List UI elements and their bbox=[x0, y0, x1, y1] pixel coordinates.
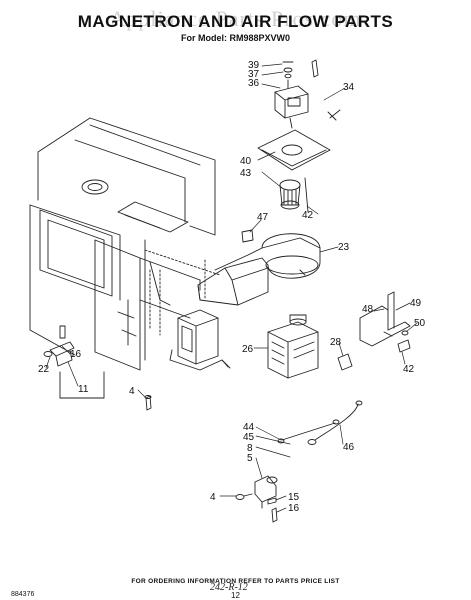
callout: 23 bbox=[338, 242, 350, 253]
callout: 49 bbox=[410, 298, 422, 309]
transformer bbox=[169, 309, 231, 371]
callout: 11 bbox=[78, 384, 89, 395]
handwritten-note: 242-R-12 bbox=[210, 582, 248, 593]
callout: 46 bbox=[343, 442, 355, 453]
callout: 44 bbox=[243, 422, 255, 433]
callout: 28 bbox=[330, 337, 342, 348]
page-number: 12 bbox=[231, 591, 240, 600]
document-code: 884376 bbox=[11, 591, 35, 598]
callout: 5 bbox=[247, 453, 253, 464]
callout-leaders bbox=[45, 63, 418, 513]
callout: 16 bbox=[288, 503, 300, 514]
callout: 37 bbox=[248, 69, 260, 80]
top-screw-stack bbox=[282, 59, 319, 89]
callout: 43 bbox=[240, 168, 252, 179]
callout: 15 bbox=[288, 492, 300, 503]
callout: 16 bbox=[70, 349, 82, 360]
callout: 45 bbox=[243, 432, 255, 443]
callout: 42 bbox=[403, 364, 415, 375]
callout: 8 bbox=[247, 443, 253, 454]
ordering-note: FOR ORDERING INFORMATION REFER TO PARTS … bbox=[131, 578, 340, 585]
callout: 4 bbox=[129, 386, 135, 397]
watermark: Appliance Parts Pros.com bbox=[109, 6, 362, 31]
callout: 34 bbox=[343, 82, 355, 93]
callout: 26 bbox=[242, 344, 254, 355]
callout-labels: 39 37 36 34 40 43 42 47 23 48 49 50 42 2… bbox=[38, 60, 426, 514]
fan-bracket-plate bbox=[257, 129, 331, 171]
fan-blade bbox=[279, 177, 309, 213]
magnetron bbox=[267, 314, 319, 379]
model-subtitle: For Model: RM988PXVW0 bbox=[180, 33, 290, 43]
door-latch-assembly bbox=[43, 325, 105, 399]
lower-screws bbox=[267, 497, 278, 523]
clip-47 bbox=[241, 229, 254, 243]
callout: 50 bbox=[414, 318, 426, 329]
callout: 47 bbox=[257, 212, 269, 223]
right-bracket bbox=[359, 291, 411, 353]
interlock-switch bbox=[235, 475, 278, 509]
callout: 39 bbox=[248, 60, 260, 71]
callout: 22 bbox=[38, 364, 50, 375]
callout: 36 bbox=[248, 78, 260, 89]
cabinet-outline bbox=[29, 117, 216, 371]
callout: 4 bbox=[210, 492, 216, 503]
fan-motor bbox=[274, 85, 341, 129]
callout: 40 bbox=[240, 156, 252, 167]
air-duct bbox=[197, 233, 321, 306]
thermal-cutout bbox=[337, 353, 353, 371]
wire-harness bbox=[277, 400, 363, 445]
callout: 48 bbox=[362, 304, 374, 315]
callout: 42 bbox=[302, 210, 314, 221]
page-title: MAGNETRON AND AIR FLOW PARTS bbox=[77, 12, 394, 31]
assembly-guides bbox=[144, 249, 221, 336]
